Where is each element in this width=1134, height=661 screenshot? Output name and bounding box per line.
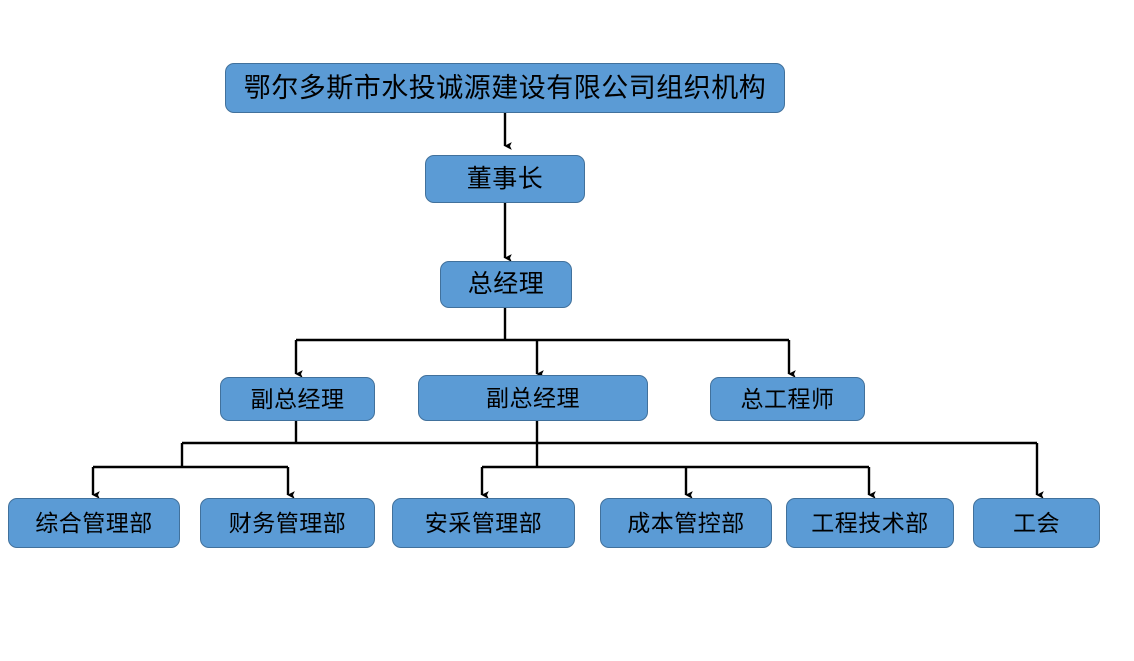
node-dept-finance[interactable]: 财务管理部 (200, 498, 375, 548)
node-dept-cost-control[interactable]: 成本管控部 (600, 498, 772, 548)
node-dept-safety-procurement[interactable]: 安采管理部 (392, 498, 575, 548)
node-dept-general-admin[interactable]: 综合管理部 (8, 498, 180, 548)
node-org-title[interactable]: 鄂尔多斯市水投诚源建设有限公司组织机构 (225, 63, 785, 113)
node-general-manager[interactable]: 总经理 (440, 261, 572, 308)
node-dept-labor-union[interactable]: 工会 (973, 498, 1100, 548)
node-chief-engineer[interactable]: 总工程师 (710, 377, 865, 421)
node-deputy-gm-2[interactable]: 副总经理 (418, 375, 648, 421)
node-deputy-gm-1[interactable]: 副总经理 (220, 377, 375, 421)
node-dept-engineering-tech[interactable]: 工程技术部 (786, 498, 954, 548)
node-chairman[interactable]: 董事长 (425, 155, 585, 203)
